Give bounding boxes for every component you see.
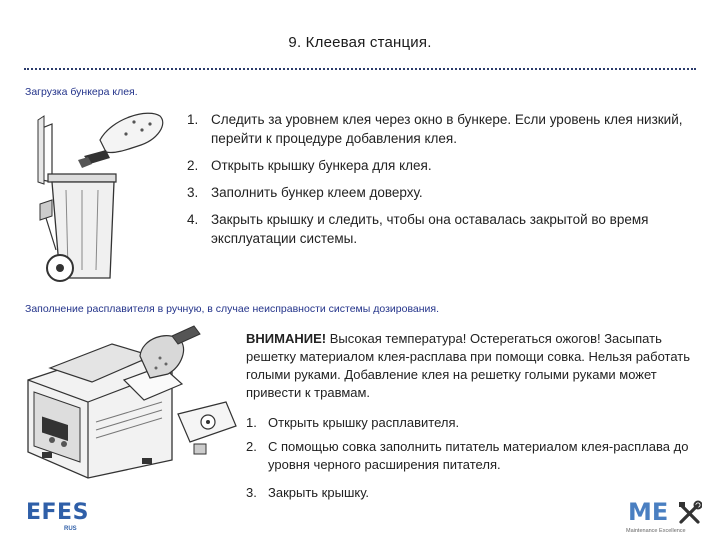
tools-icon	[679, 500, 702, 524]
step-text: С помощью совка заполнить питатель матер…	[268, 439, 689, 472]
list-item: 2. С помощью совка заполнить питатель мат…	[246, 438, 708, 474]
glue-bin-illustration	[37, 112, 164, 282]
efes-logo-word: EFES	[26, 500, 89, 525]
step-text: Закрыть крышку и следить, чтобы она оста…	[211, 212, 649, 246]
efes-logo-sub: RUS	[64, 526, 77, 532]
list-item: 3. Закрыть крышку.	[246, 484, 708, 502]
glue-melter-illustration	[27, 325, 237, 479]
step-number: 3.	[246, 485, 257, 500]
title-divider	[24, 68, 696, 70]
section-label-melter: Заполнение расплавителя в ручную, в случ…	[25, 303, 440, 315]
hopper-steps-list: 1. Следить за уровнем клея через окно в б…	[187, 110, 707, 256]
page-title: 9. Клеевая станция.	[288, 34, 432, 51]
step-text: Закрыть крышку.	[268, 485, 370, 500]
melter-steps-list: 1. Открыть крышку расплавителя. 2. С помощ…	[246, 414, 708, 508]
list-item: 4. Закрыть крышку и следить, чтобы она ос…	[187, 210, 707, 248]
warning-paragraph: ВНИМАНИЕ! Высокая температура! Остерегат…	[246, 330, 708, 402]
step-number: 3.	[187, 185, 199, 200]
efes-logo: EFES RUS	[26, 500, 89, 532]
step-number: 4.	[187, 212, 199, 227]
step-text: Открыть крышку бункера для клея.	[211, 158, 432, 173]
section-label-hopper: Загрузка бункера клея.	[25, 86, 138, 98]
list-item: 1. Открыть крышку расплавителя.	[246, 414, 708, 432]
step-number: 1.	[187, 112, 199, 127]
step-text: Заполнить бункер клеем доверху.	[211, 185, 423, 200]
step-number: 1.	[246, 415, 257, 430]
list-item: 2. Открыть крышку бункера для клея.	[187, 156, 707, 175]
mex-logo: ME Maintenance Excellence	[624, 496, 704, 538]
step-number: 2.	[187, 158, 199, 173]
step-text: Открыть крышку расплавителя.	[268, 415, 460, 430]
warning-text: Высокая температура! Остерегаться ожогов…	[246, 331, 691, 400]
warning-heading: ВНИМАНИЕ!	[246, 331, 327, 346]
mex-logo-tagline: Maintenance Excellence	[626, 528, 686, 534]
list-item: 1. Следить за уровнем клея через окно в б…	[187, 110, 707, 148]
mex-logo-word: ME	[628, 498, 669, 526]
step-text: Следить за уровнем клея через окно в бун…	[211, 112, 683, 146]
step-number: 2.	[246, 439, 257, 454]
list-item: 3. Заполнить бункер клеем доверху.	[187, 183, 707, 202]
